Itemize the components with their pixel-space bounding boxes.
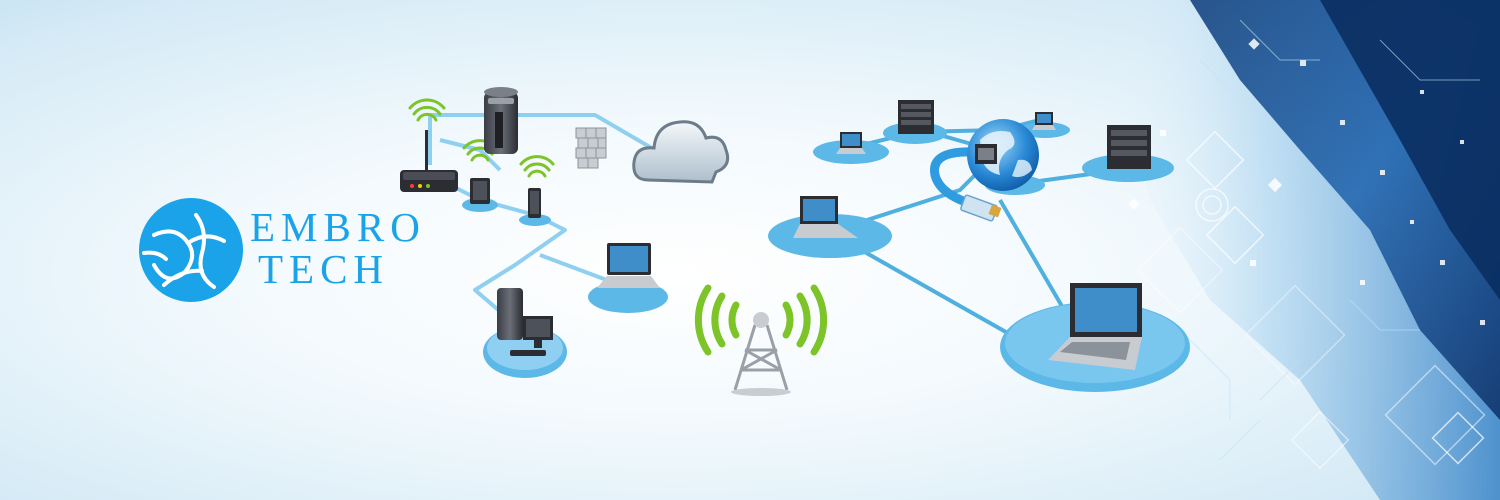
brand-name-line2: TECH [258, 246, 390, 292]
laptop-icon [597, 243, 660, 288]
brand-name-line1: EMBRO [250, 204, 426, 250]
tablet-icon [470, 178, 490, 204]
laptop-icon [836, 132, 866, 154]
globe-icon [930, 119, 1039, 210]
ethernet-cable-icon [960, 194, 1002, 222]
laptop-icon [1048, 283, 1142, 370]
desktop-computer-icon [497, 288, 553, 356]
server-tower-icon [484, 87, 518, 154]
rack-server-icon [898, 100, 1151, 169]
cloud-icon [632, 120, 730, 184]
firewall-icon [575, 127, 607, 169]
phone-icon [528, 188, 541, 218]
brand-logo: EMBRO TECH [136, 195, 420, 305]
laptop-icon [1032, 112, 1056, 130]
laptop-icon [793, 196, 858, 238]
circuit-background [1110, 0, 1500, 500]
logo-globe-icon [139, 198, 243, 302]
router-icon [400, 130, 458, 192]
antenna-tower-icon [694, 284, 828, 396]
